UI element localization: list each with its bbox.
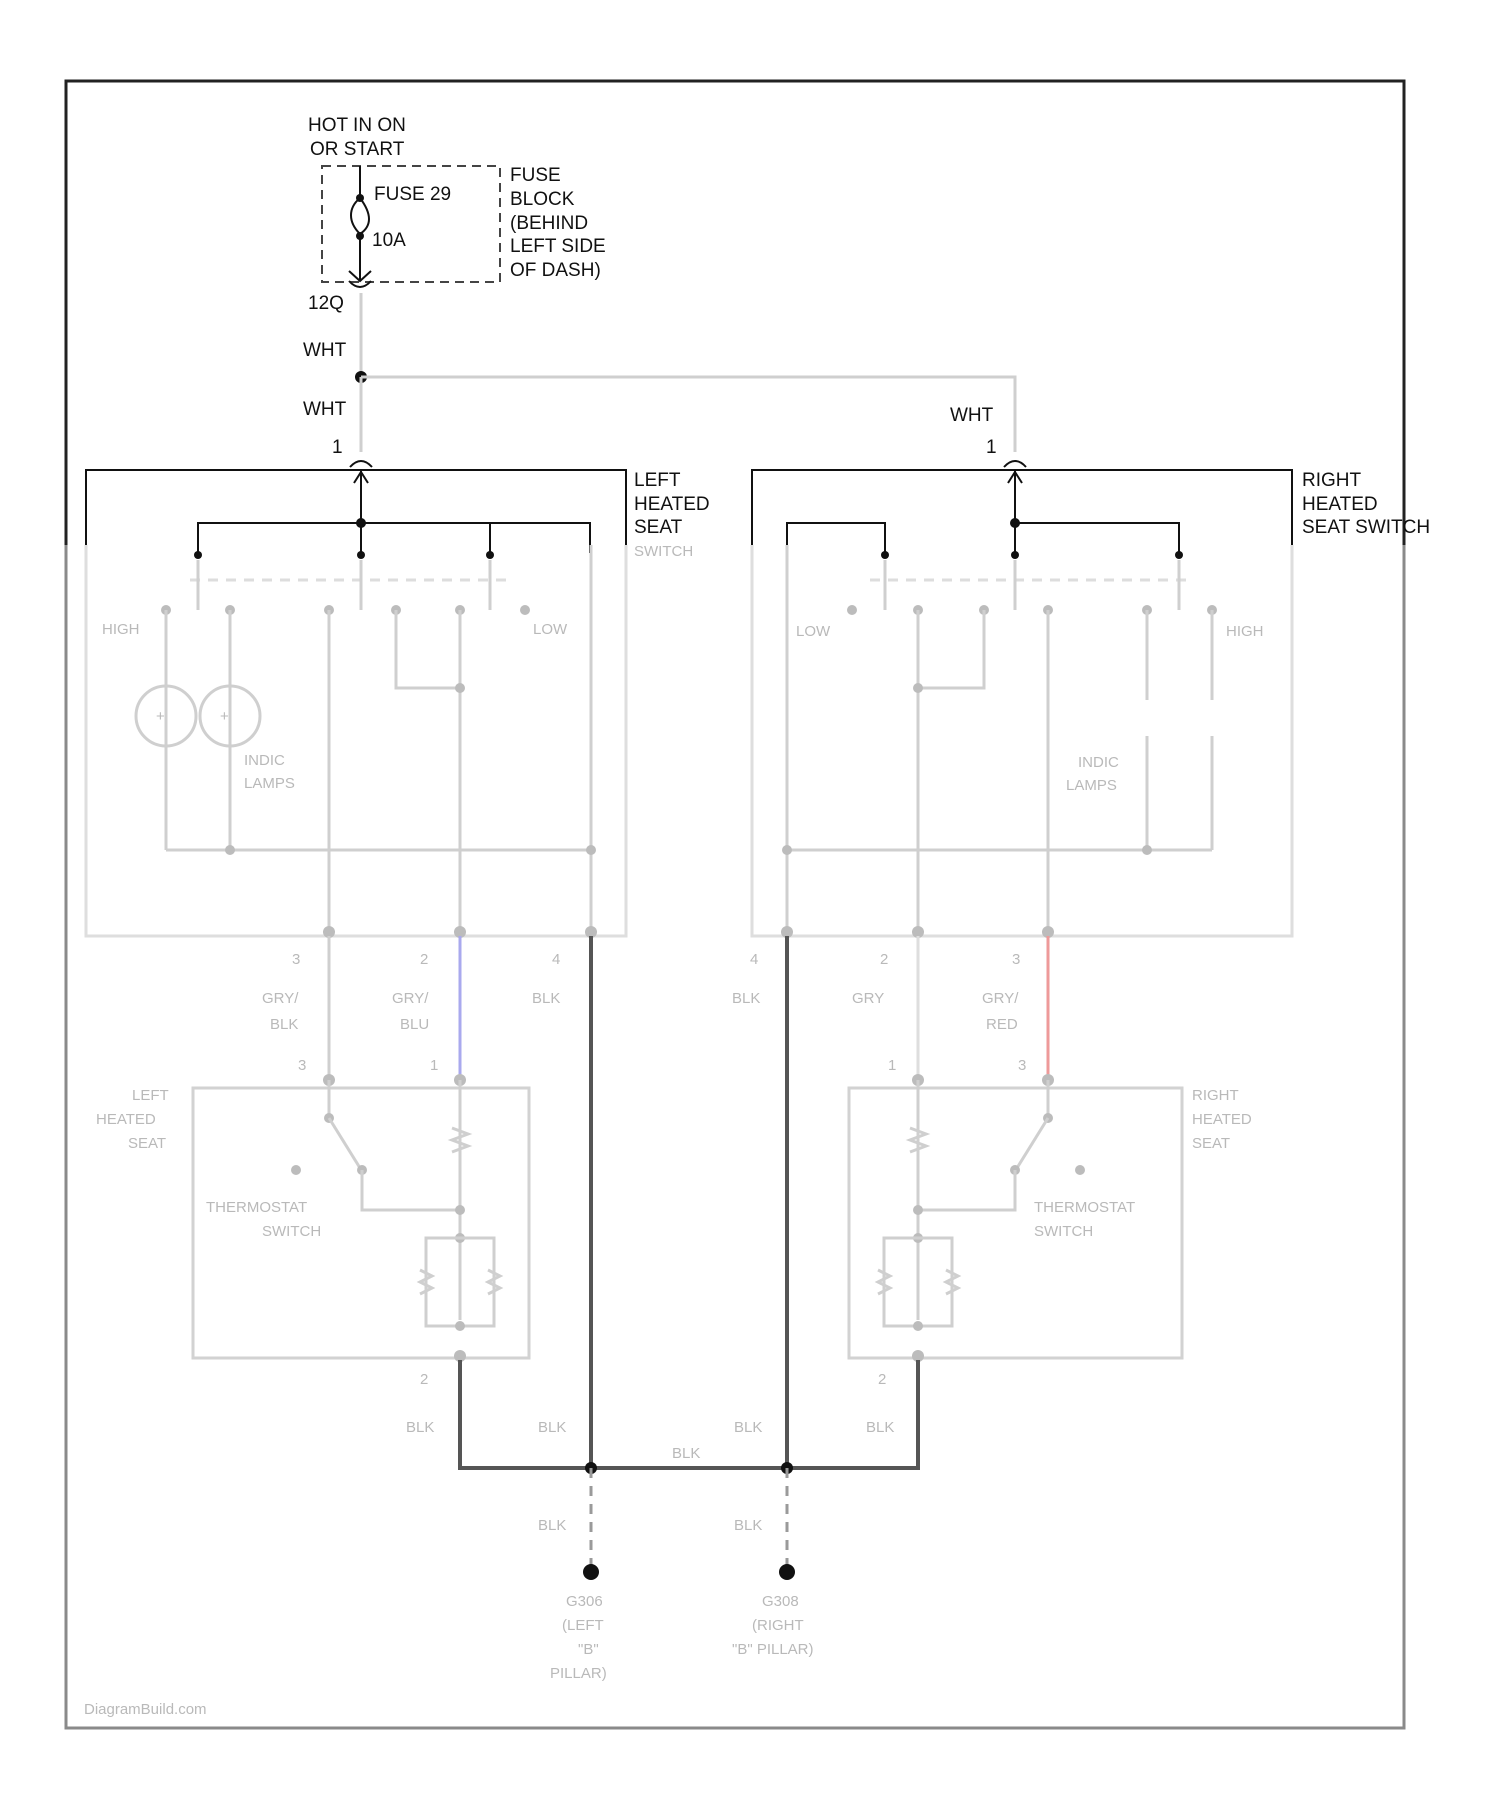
left-seat-pin-a: 3 bbox=[298, 1057, 306, 1074]
right-seat-switch: 1 RIGHT HEATED SEAT SWITCH LOW HIGH INDI bbox=[750, 437, 1430, 968]
right-switch-label-3: SEAT SWITCH bbox=[1302, 517, 1430, 538]
right-switch-label-2: HEATED bbox=[1302, 494, 1378, 515]
right-switch-high: HIGH bbox=[1226, 623, 1264, 640]
right-switch-pin-a: 4 bbox=[750, 951, 758, 968]
left-seat-switch: 1 LEFT HEATED SEAT SWITCH HIGH LOW bbox=[86, 437, 710, 968]
left-switch-label-1: LEFT bbox=[634, 470, 681, 491]
gnd-blk-2: BLK bbox=[538, 1419, 566, 1436]
right-lamps-label-1: INDIC bbox=[1078, 754, 1119, 771]
ground-circuit: BLK BLK BLK BLK BLK BLK BLK G306 (LEFT "… bbox=[406, 1360, 918, 1682]
right-switch-pin1: 1 bbox=[986, 437, 997, 458]
connector-12q-label: 12Q bbox=[308, 293, 344, 314]
left-ground-label-1: G306 bbox=[566, 1593, 603, 1610]
left-wire2-color-2: BLU bbox=[400, 1016, 429, 1033]
svg-text:+: + bbox=[220, 708, 229, 725]
right-seat-box bbox=[849, 1088, 1182, 1358]
right-thermostat-switch-icon bbox=[1017, 1118, 1048, 1168]
wht-label-right: WHT bbox=[950, 405, 994, 426]
outer-frame bbox=[66, 81, 1404, 1728]
fuse-name: FUSE 29 bbox=[374, 184, 451, 205]
right-ground-label-2: (RIGHT bbox=[752, 1617, 804, 1634]
left-seat-box bbox=[193, 1088, 529, 1358]
right-thermostat-label-1: THERMOSTAT bbox=[1034, 1199, 1135, 1216]
watermark: DiagramBuild.com bbox=[84, 1701, 207, 1718]
left-switch-pin-a: 3 bbox=[292, 951, 300, 968]
fuse-block-line-4: LEFT SIDE bbox=[510, 236, 606, 257]
right-wire1-color: BLK bbox=[732, 990, 760, 1007]
harness-wires: GRY/ BLK GRY/ BLU BLK BLK GRY GRY/ RED bbox=[262, 936, 1048, 1468]
right-ground-label-1: G308 bbox=[762, 1593, 799, 1610]
left-heated-seat: 3 1 LEFT HEATED SEAT THERMOSTAT SWITCH 2 bbox=[96, 1057, 529, 1388]
left-lamps-label-2: LAMPS bbox=[244, 775, 295, 792]
right-seat-pin-b: 3 bbox=[1018, 1057, 1026, 1074]
left-wire1-color-2: BLK bbox=[270, 1016, 298, 1033]
fuse-rating: 10A bbox=[372, 230, 406, 251]
left-ground-point-icon bbox=[583, 1564, 599, 1580]
left-wire1-color-1: GRY/ bbox=[262, 990, 299, 1007]
svg-text:+: + bbox=[156, 708, 165, 725]
fuse-icon bbox=[351, 198, 369, 234]
left-thermostat-label-2: SWITCH bbox=[262, 1223, 321, 1240]
left-seat-pin-b: 1 bbox=[430, 1057, 438, 1074]
fuse-block-line-3: (BEHIND bbox=[510, 213, 588, 234]
left-switch-label-4: SWITCH bbox=[634, 543, 693, 560]
right-thermostat-label-2: SWITCH bbox=[1034, 1223, 1093, 1240]
right-wire3-color-2: RED bbox=[986, 1016, 1018, 1033]
left-wire3-color: BLK bbox=[532, 990, 560, 1007]
left-ground-label-2: (LEFT bbox=[562, 1617, 604, 1634]
left-thermostat-switch-icon bbox=[329, 1118, 360, 1168]
right-wire3-color-1: GRY/ bbox=[982, 990, 1019, 1007]
gnd-blk-4: BLK bbox=[734, 1419, 762, 1436]
left-thermostat-label-1: THERMOSTAT bbox=[206, 1199, 307, 1216]
gnd-blk-5: BLK bbox=[866, 1419, 894, 1436]
right-switch-label-1: RIGHT bbox=[1302, 470, 1362, 491]
left-switch-high: HIGH bbox=[102, 621, 140, 638]
right-lamps-label-2: LAMPS bbox=[1066, 777, 1117, 794]
fuse-block-line-5: OF DASH) bbox=[510, 260, 601, 281]
right-ground-label-3: "B" PILLAR) bbox=[732, 1641, 814, 1658]
right-wire2-color: GRY bbox=[852, 990, 884, 1007]
left-switch-pin-b: 2 bbox=[420, 951, 428, 968]
left-wire2-color-1: GRY/ bbox=[392, 990, 429, 1007]
left-seat-label-3: SEAT bbox=[128, 1135, 166, 1152]
wht-label-upper: WHT bbox=[303, 340, 347, 361]
right-seat-label-3: SEAT bbox=[1192, 1135, 1230, 1152]
gnd-blk-6: BLK bbox=[538, 1517, 566, 1534]
right-switch-pin-b: 2 bbox=[880, 951, 888, 968]
left-ground-label-4: PILLAR) bbox=[550, 1665, 607, 1682]
left-switch-label-2: HEATED bbox=[634, 494, 710, 515]
fuse-block-line-2: BLOCK bbox=[510, 189, 575, 210]
gnd-blk-3: BLK bbox=[672, 1445, 700, 1462]
right-ground-point-icon bbox=[779, 1564, 795, 1580]
wht-label-lower: WHT bbox=[303, 399, 347, 420]
left-ground-label-3: "B" bbox=[578, 1641, 599, 1658]
right-switch-pin-c: 3 bbox=[1012, 951, 1020, 968]
left-switch-pin1: 1 bbox=[332, 437, 343, 458]
right-heated-seat: 1 3 RIGHT HEATED SEAT THERMOSTAT SWITCH … bbox=[849, 1057, 1252, 1388]
left-seat-pin-bottom: 2 bbox=[420, 1371, 428, 1388]
gnd-blk-7: BLK bbox=[734, 1517, 762, 1534]
left-seat-label-2: HEATED bbox=[96, 1111, 156, 1128]
left-switch-label-3: SEAT bbox=[634, 517, 683, 538]
right-seat-pin-a: 1 bbox=[888, 1057, 896, 1074]
left-seat-label-1: LEFT bbox=[132, 1087, 169, 1104]
right-connector-1-icon bbox=[1004, 461, 1026, 467]
gnd-blk-1: BLK bbox=[406, 1419, 434, 1436]
hot-in-label-1: HOT IN ON bbox=[308, 115, 406, 136]
left-connector-1-icon bbox=[350, 461, 372, 467]
right-seat-pin-bottom: 2 bbox=[878, 1371, 886, 1388]
left-switch-pin-c: 4 bbox=[552, 951, 560, 968]
fuse-block-line-1: FUSE bbox=[510, 165, 561, 186]
left-switch-low: LOW bbox=[533, 621, 568, 638]
right-switch-low: LOW bbox=[796, 623, 831, 640]
right-seat-label-2: HEATED bbox=[1192, 1111, 1252, 1128]
hot-in-label-2: OR START bbox=[310, 139, 405, 160]
power-feed: HOT IN ON OR START FUSE 29 10A FUSE BLOC… bbox=[303, 115, 1015, 452]
left-lamps-label-1: INDIC bbox=[244, 752, 285, 769]
right-seat-label-1: RIGHT bbox=[1192, 1087, 1239, 1104]
